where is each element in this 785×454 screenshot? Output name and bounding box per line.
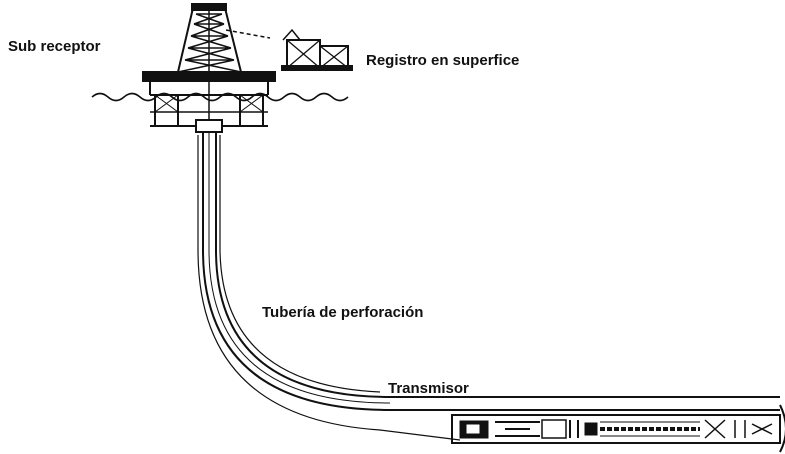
registro-label: Registro en superfice [366,52,520,69]
sea-surface-line [91,92,349,102]
mwd-tool-icon [451,404,785,453]
transmisor-label: Transmisor [388,380,469,397]
surface-recorder-icon [281,28,353,71]
tuberia-label: Tubería de perforación [262,304,424,321]
sub-receptor-label: Sub receptor [8,38,101,55]
drilling-rig-icon [142,3,276,133]
drill-pipe-icon [197,132,780,441]
